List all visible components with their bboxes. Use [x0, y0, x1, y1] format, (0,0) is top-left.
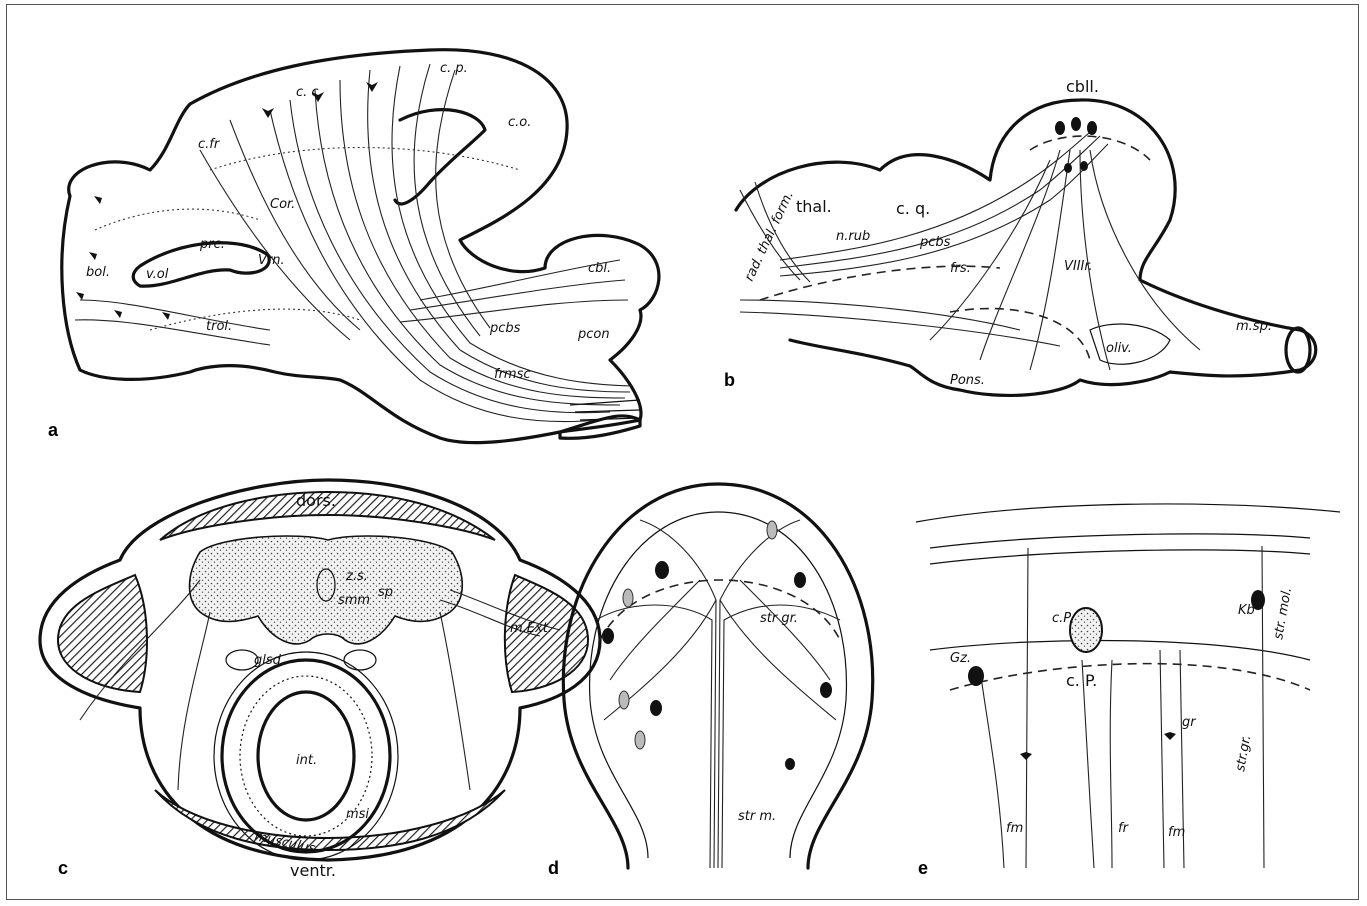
- panel-e-label-cp: c. P.: [1066, 671, 1097, 690]
- panel-a-diagram: c. c. c. p. c.fr c.o. prc. bol. v.ol Cor…: [62, 50, 659, 443]
- panel-c-label-msi: msi: [346, 807, 369, 822]
- panel-a-label-pcbs: pcbs: [489, 321, 521, 336]
- panel-a-label-frmsc: frmsc: [494, 367, 531, 382]
- panel-b-label-thal: thal.: [796, 197, 832, 216]
- panel-letter-b: b: [724, 370, 735, 390]
- panel-a-label-prc: prc.: [199, 237, 225, 252]
- panel-e-fibers: [980, 546, 1264, 868]
- panel-letter-a: a: [48, 420, 59, 440]
- panel-b-diagram: cbll. thal. c. q. n.rub pcbs frs. VIIIr.…: [736, 77, 1316, 395]
- panel-c-muscle-left: [58, 575, 147, 692]
- panel-c-label-glsd: glsd: [254, 653, 282, 668]
- panel-e-diagram: Gz. c.P. c. P. Kb str. mol. str.gr. fm f…: [916, 504, 1340, 868]
- panel-e-label-gz: Gz.: [950, 651, 971, 666]
- panel-a-label-cp: c. p.: [440, 61, 468, 76]
- panel-a-neurons: [76, 82, 378, 320]
- panel-a-label-trol: trol.: [206, 319, 232, 334]
- panel-b-label-pons: Pons.: [950, 373, 985, 388]
- panel-a-label-cbl: cbl.: [588, 261, 611, 276]
- panel-a-label-vrn: Vrn.: [258, 253, 285, 268]
- panel-letter-e: e: [918, 858, 928, 878]
- panel-e-label-kb: Kb: [1238, 603, 1255, 618]
- panel-b-label-viiir: VIIIr.: [1064, 259, 1093, 274]
- panel-c-diagram: dors. z.s. smm sp m.Ext. glsd int. msi v…: [40, 480, 600, 880]
- panel-c-label-int: int.: [296, 753, 317, 768]
- panel-d-fibers: [596, 520, 840, 868]
- panel-a-label-cfr: c.fr: [198, 137, 221, 152]
- panel-e-label-fm-right: fm: [1168, 825, 1185, 840]
- panel-a-label-cor: Cor.: [270, 197, 295, 212]
- panel-b-label-cbll: cbll.: [1066, 77, 1099, 96]
- panel-b-label-radthal: rad. thal. form.: [742, 189, 797, 284]
- panel-letter-c: c: [58, 858, 68, 878]
- panel-c-label-zs: z.s.: [345, 569, 368, 584]
- panel-e-label-strgr: str.gr.: [1233, 734, 1254, 773]
- panel-d-diagram: str m. str gr.: [563, 484, 872, 868]
- panel-e-label-strmol: str. mol.: [1271, 586, 1295, 640]
- panel-e-label-fr: fr: [1118, 821, 1130, 836]
- panel-e-label-gr: gr: [1182, 715, 1197, 730]
- panel-c-label-smm: smm: [338, 593, 370, 608]
- panel-d-label-strm: str m.: [738, 809, 776, 824]
- panel-c-label-dors: dors.: [296, 491, 336, 510]
- panel-a-fiber-bundle: [75, 64, 632, 422]
- panel-c-label-mext: m.Ext.: [510, 621, 552, 636]
- panel-e-label-cp-small: c.P.: [1052, 611, 1073, 626]
- panel-a-label-bol: bol.: [86, 265, 110, 280]
- panel-b-label-msp: m.sp.: [1236, 319, 1272, 334]
- panel-letter-d: d: [548, 858, 559, 878]
- panel-d-label-strgr: str gr.: [760, 611, 798, 626]
- panel-b-label-cq: c. q.: [896, 199, 930, 218]
- panel-a-label-cc: c. c.: [296, 85, 323, 100]
- panel-c-spinal-cord: [190, 536, 463, 644]
- panel-b-label-pcbs: pcbs: [919, 235, 951, 250]
- panel-a-label-pcon: pcon: [577, 327, 610, 342]
- panel-e-label-fm-left: fm: [1006, 821, 1023, 836]
- panel-a-label-co: c.o.: [508, 115, 531, 130]
- panel-b-outline: [736, 100, 1316, 395]
- panel-b-label-frs: frs.: [950, 261, 971, 276]
- panel-a-inner-fold: [395, 110, 485, 204]
- panel-b-label-oliv: oliv.: [1106, 341, 1132, 356]
- panel-c-label-sp: sp: [378, 585, 393, 600]
- panel-a-label-vol: v.ol: [146, 267, 169, 282]
- panel-c-label-ventr: ventr.: [290, 861, 336, 880]
- panel-b-label-nrub: n.rub: [836, 229, 870, 244]
- panel-a-brain-outline: [62, 50, 659, 443]
